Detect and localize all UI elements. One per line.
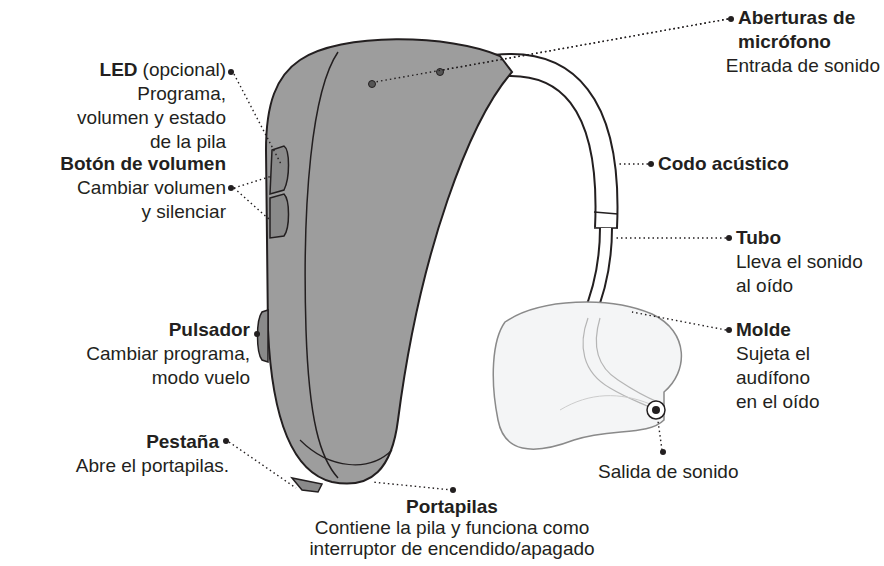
part-description: Cambiar volumen y silenciar	[76, 176, 226, 224]
part-name: Codo acústico	[658, 152, 789, 176]
sound-outlet	[647, 401, 665, 419]
leader-line	[372, 482, 452, 490]
part-name: Botón de volumen	[60, 152, 226, 176]
label-line: LED(opcional)	[6, 58, 226, 82]
part-description: Contiene la pila y funciona como interru…	[287, 517, 617, 559]
leader-dot	[726, 235, 732, 241]
microphone-opening	[369, 81, 376, 88]
mould-edge	[560, 396, 650, 410]
leader-dot	[228, 185, 234, 191]
battery-tab	[292, 478, 322, 492]
hook-joint	[594, 212, 618, 214]
mould-channel	[596, 318, 658, 402]
part-description: Salida de sonido	[598, 460, 739, 484]
leader-dot	[660, 449, 666, 455]
part-description: Programa, volumen y estado de la pila	[76, 82, 226, 154]
volume-button-down	[270, 194, 289, 238]
leader-dot	[223, 438, 229, 444]
part-name: Pestaña	[146, 430, 219, 454]
leader-line	[229, 442, 296, 488]
leader-lines	[229, 19, 728, 490]
leader-line	[443, 19, 728, 70]
body-seam	[305, 52, 338, 478]
part-name: Pulsador	[169, 318, 250, 342]
leader-dot	[726, 327, 732, 333]
part-name: Molde	[736, 318, 791, 342]
ear-mould	[493, 302, 681, 449]
leader-dots	[223, 16, 734, 493]
part-description: Abre el portapilas.	[76, 454, 229, 478]
leader-line	[234, 176, 272, 188]
part-description: Cambiar programa, modo vuelo	[70, 342, 250, 390]
leader-dot	[450, 487, 456, 493]
ear-hook	[495, 65, 607, 228]
part-name: Tubo	[736, 226, 781, 250]
leader-line	[234, 188, 270, 220]
volume-button-up	[270, 146, 289, 194]
part-note: (opcional)	[143, 59, 226, 80]
leader-line	[632, 312, 726, 330]
leader-line	[234, 74, 281, 164]
leader-dot	[254, 331, 260, 337]
battery-door-line	[300, 440, 392, 465]
leader-dot	[228, 69, 234, 75]
part-description: Entrada de sonido	[726, 54, 880, 78]
part-name: LED	[100, 59, 138, 80]
ear-hook-fill	[495, 65, 607, 228]
leader-dot	[728, 16, 734, 22]
part-name: Portapilas	[406, 495, 498, 519]
leader-line	[375, 19, 728, 82]
leader-dot	[648, 161, 654, 167]
leader-line	[658, 421, 662, 450]
microphone-opening	[437, 69, 444, 76]
leader-line	[618, 163, 648, 164]
hearing-aid-body	[266, 39, 512, 483]
part-description: Lleva el sonido al oído	[736, 250, 876, 298]
sound-outlet-hole	[652, 406, 660, 414]
part-description: Sujeta el audífono en el oído	[736, 342, 828, 414]
leader-line	[614, 237, 726, 238]
part-name: Aberturas de micrófono	[738, 6, 878, 54]
